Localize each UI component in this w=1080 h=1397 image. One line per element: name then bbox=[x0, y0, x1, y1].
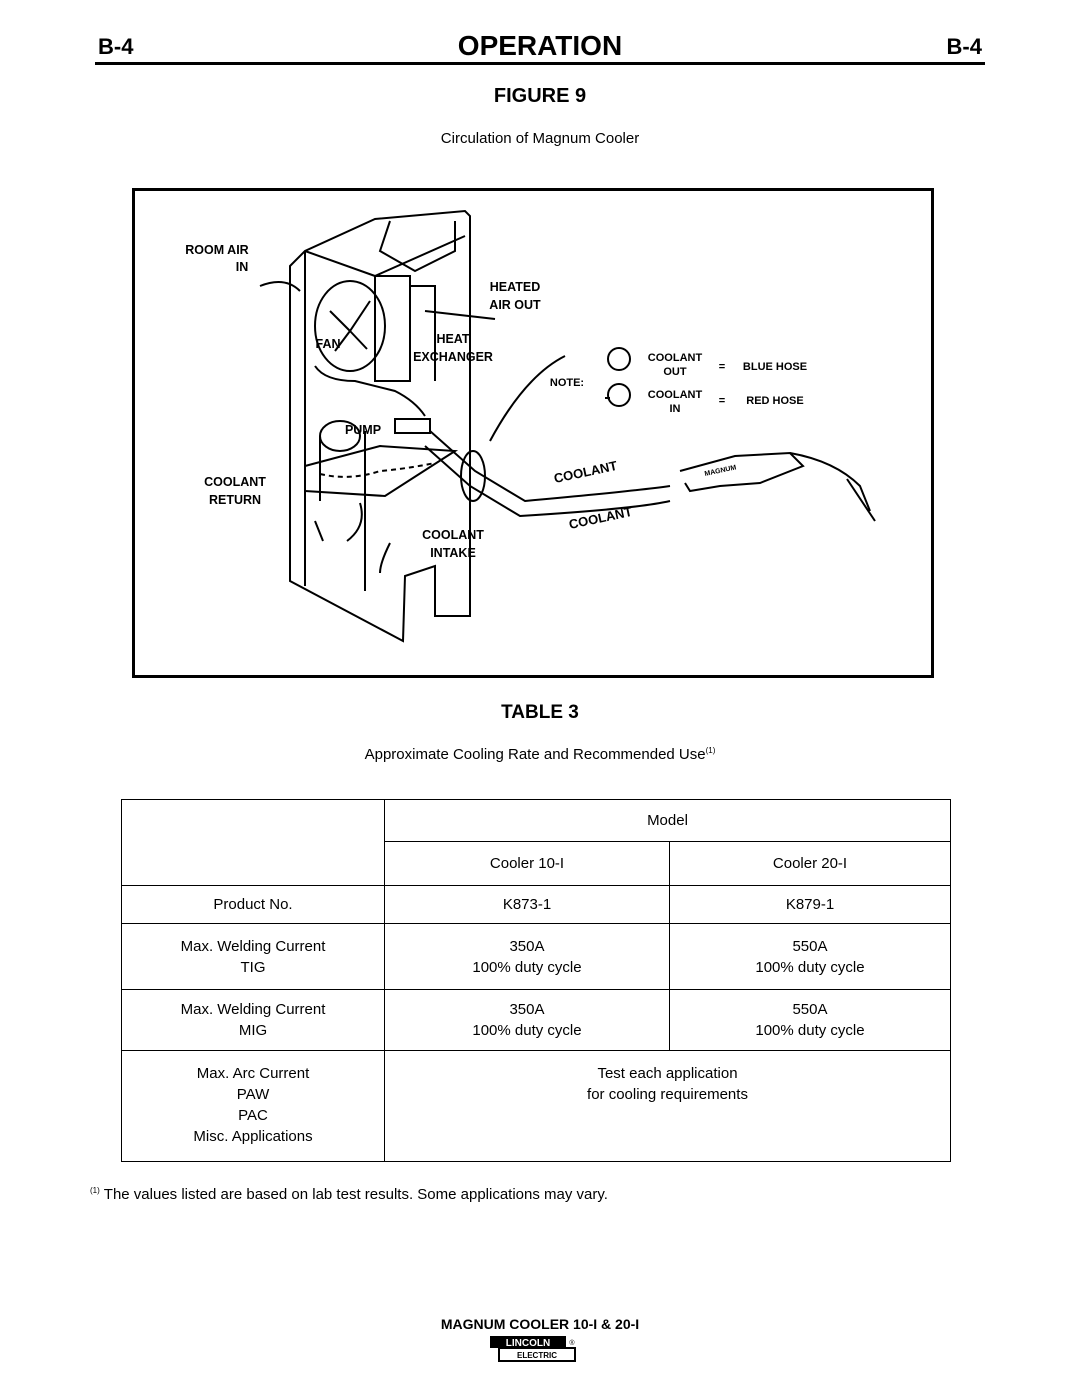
coolant-in-label-2: IN bbox=[670, 403, 681, 415]
pump-label: PUMP bbox=[345, 423, 381, 437]
logo-registered-mark: ® bbox=[569, 1339, 575, 1347]
page-title: OPERATION bbox=[457, 30, 623, 61]
heat-exchanger-label: EXCHANGER bbox=[413, 350, 493, 364]
footnote-text: The values listed are based on lab test … bbox=[103, 1186, 608, 1203]
room-air-in-label: IN bbox=[236, 260, 249, 274]
red-hose-label: RED HOSE bbox=[746, 395, 803, 407]
table-empty-header bbox=[121, 799, 385, 886]
table-row-label: Max. Arc Current PAW PAC Misc. Applicati… bbox=[121, 1050, 385, 1162]
heated-air-label: HEATED bbox=[490, 280, 540, 294]
footnote: (1)The values listed are based on lab te… bbox=[90, 1186, 608, 1203]
model-header: Model bbox=[384, 799, 951, 842]
coolant-out-label-2: OUT bbox=[663, 366, 687, 378]
cooling-rate-table: Model Cooler 10-I Cooler 20-I Product No… bbox=[121, 799, 951, 1162]
coolant-return-label-2: RETURN bbox=[209, 493, 261, 507]
coolant-in-label: COOLANT bbox=[648, 389, 703, 401]
section-number-left: B-4 bbox=[98, 34, 134, 59]
table-row-label: Max. Welding Current MIG bbox=[121, 989, 385, 1051]
tig-cooler-10: 350A 100% duty cycle bbox=[472, 937, 582, 976]
mig-cooler-20: 550A 100% duty cycle bbox=[755, 1001, 865, 1039]
pump-shape bbox=[319, 420, 361, 452]
figure-caption: Circulation of Magnum Cooler bbox=[440, 130, 640, 147]
figure-title: FIGURE 9 bbox=[493, 85, 587, 107]
arc-current-label: Max. Arc Current PAW PAC Misc. Applicati… bbox=[193, 1065, 313, 1145]
blue-hose-label: BLUE HOSE bbox=[743, 361, 807, 373]
mig-current-label: Max. Welding Current MIG bbox=[180, 1001, 326, 1039]
logo-bottom-text: ELECTRIC bbox=[517, 1351, 557, 1360]
equals-sign-2: = bbox=[719, 395, 725, 407]
logo-top-text: LINCOLN bbox=[506, 1338, 550, 1349]
lincoln-electric-logo: LINCOLN ELECTRIC ® bbox=[489, 1335, 579, 1363]
product-no-cooler-10: K873-1 bbox=[502, 896, 552, 913]
tig-cooler-20: 550A 100% duty cycle bbox=[755, 937, 865, 976]
table-caption: Approximate Cooling Rate and Recommended… bbox=[0, 746, 1080, 763]
table-caption-footnote-marker: (1) bbox=[705, 746, 716, 755]
fan-shape bbox=[314, 280, 386, 372]
product-no-label: Product No. bbox=[213, 896, 293, 913]
cooler-cabinet bbox=[289, 209, 471, 643]
coolant-out-label: COOLANT bbox=[648, 352, 703, 364]
table-cell: K879-1 bbox=[669, 885, 951, 924]
fan-label: FAN bbox=[316, 337, 341, 351]
coolant-intake-label: COOLANT bbox=[422, 528, 484, 542]
table-cell: 550A 100% duty cycle bbox=[669, 923, 951, 990]
table-row-label: Product No. bbox=[121, 885, 385, 924]
heat-label: HEAT bbox=[436, 332, 469, 346]
note-label: NOTE: bbox=[550, 377, 584, 389]
table-caption-text: Approximate Cooling Rate and Recommended… bbox=[364, 746, 706, 763]
heated-air-out-label: AIR OUT bbox=[489, 298, 541, 312]
model-cooler-20: Cooler 20-I bbox=[669, 841, 951, 886]
coolant-return-label: COOLANT bbox=[204, 475, 266, 489]
table-cell: Test each application for cooling requir… bbox=[384, 1050, 951, 1162]
coolant-hose-label-top: COOLANT bbox=[553, 458, 619, 486]
equals-sign-1: = bbox=[719, 361, 725, 373]
footnote-marker: (1) bbox=[90, 1186, 100, 1195]
table-row-label: Max. Welding Current TIG bbox=[121, 923, 385, 990]
header-rule bbox=[95, 62, 985, 65]
product-no-cooler-20: K879-1 bbox=[785, 896, 835, 913]
coolant-hose-label-bottom: COOLANT bbox=[568, 504, 634, 532]
torch-shape bbox=[679, 451, 805, 493]
table-cell: 350A 100% duty cycle bbox=[384, 989, 670, 1051]
arc-current-value: Test each application for cooling requir… bbox=[587, 1065, 748, 1103]
table-cell: 350A 100% duty cycle bbox=[384, 923, 670, 990]
table-title: TABLE 3 bbox=[501, 702, 579, 723]
mig-cooler-10: 350A 100% duty cycle bbox=[472, 1001, 582, 1039]
coolant-intake-label-2: INTAKE bbox=[430, 546, 476, 560]
room-air-label: ROOM AIR bbox=[185, 243, 248, 257]
table-cell: 550A 100% duty cycle bbox=[669, 989, 951, 1051]
product-footer: MAGNUM COOLER 10-I & 20-I bbox=[440, 1316, 640, 1332]
model-cooler-10: Cooler 10-I bbox=[384, 841, 670, 886]
tig-current-label: Max. Welding Current TIG bbox=[180, 937, 326, 976]
section-number-right: B-4 bbox=[946, 34, 982, 59]
table-cell: K873-1 bbox=[384, 885, 670, 924]
torch-brand-label: MAGNUM bbox=[704, 464, 737, 478]
cooler-circulation-diagram: ROOM AIR IN HEATED AIR OUT FAN HEAT EXCH… bbox=[132, 188, 934, 678]
